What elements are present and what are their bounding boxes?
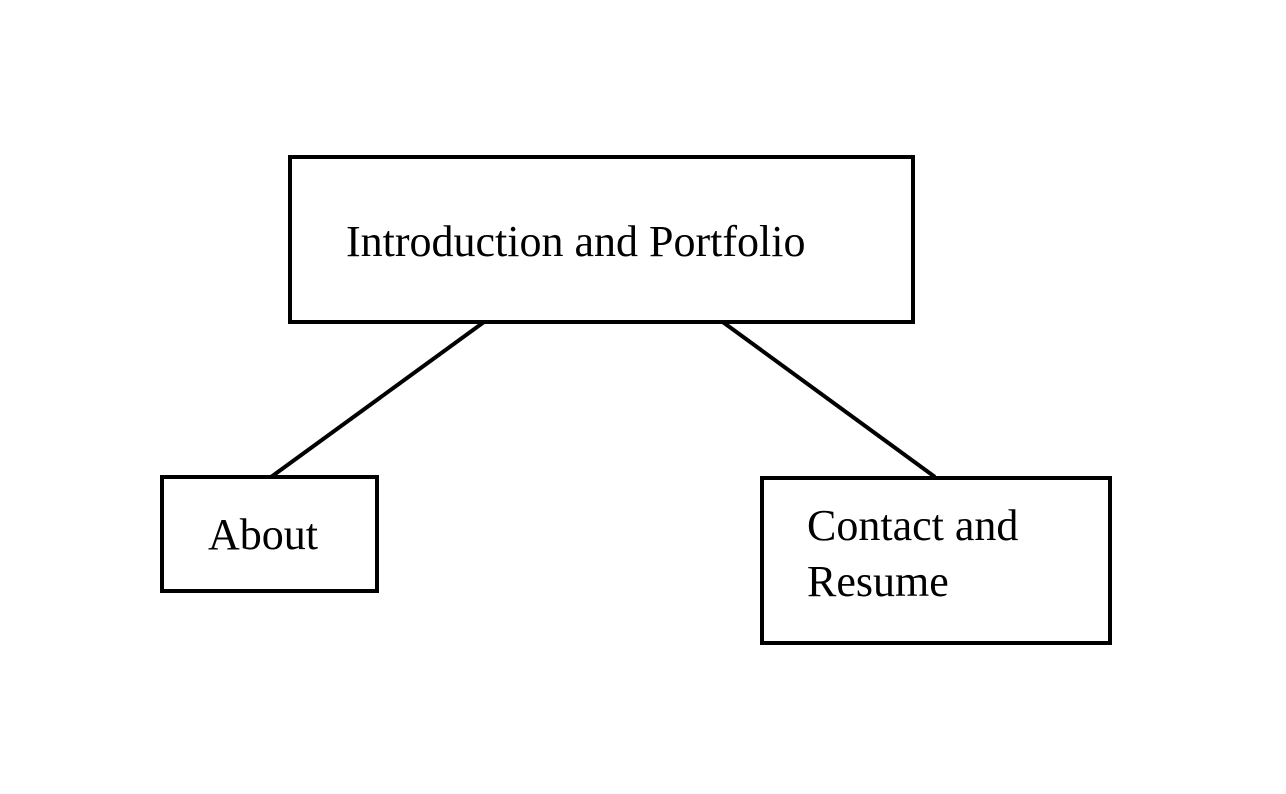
node-label-contact-line-2: Resume bbox=[807, 557, 949, 606]
node-introduction-and-portfolio: Introduction and Portfolio bbox=[288, 155, 915, 324]
connector-root-to-contact bbox=[718, 318, 937, 479]
node-label-contact-line-1: Contact and bbox=[807, 501, 1019, 550]
node-label-root: Introduction and Portfolio bbox=[346, 217, 806, 266]
node-label-contact: Contact and Resume bbox=[807, 499, 1107, 611]
node-about: About bbox=[160, 475, 379, 593]
connector-root-to-about bbox=[269, 320, 486, 479]
node-label-about: About bbox=[208, 510, 318, 559]
node-contact-and-resume: Contact and Resume bbox=[760, 476, 1112, 645]
